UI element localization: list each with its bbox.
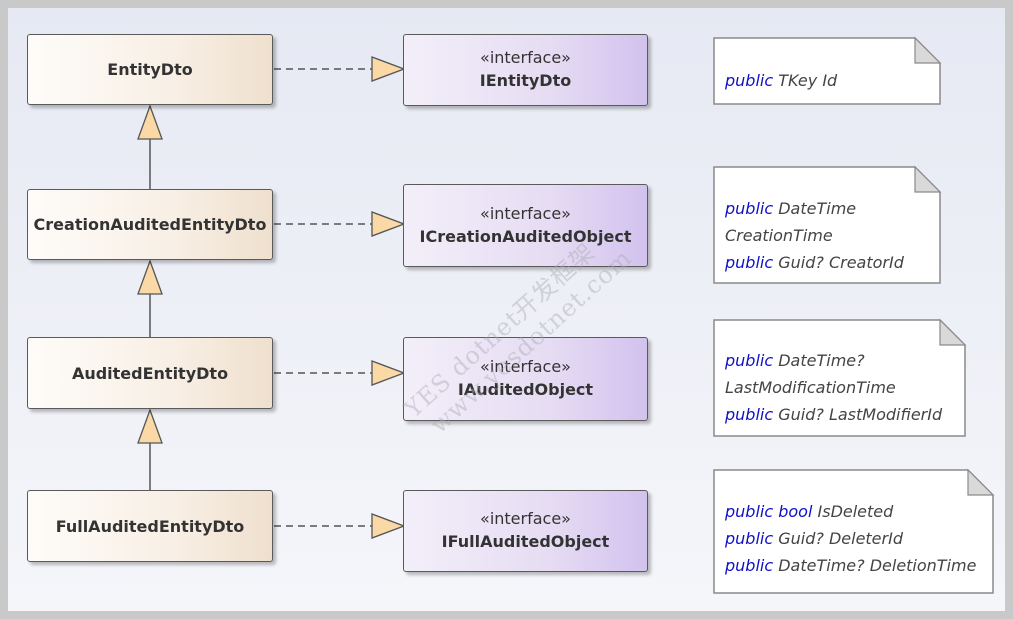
note-full-line1: IsDeleted	[817, 502, 894, 521]
keyword-public: public	[725, 351, 774, 370]
note-creation-line2: CreationTime	[725, 226, 833, 245]
note-fold-audited	[939, 318, 967, 346]
keyword-public: public	[725, 199, 774, 218]
note-fold-full	[967, 468, 995, 496]
stereotype-label: «interface»	[480, 203, 571, 223]
note-creation-line1: DateTime	[778, 199, 857, 218]
class-creation-audited-entity-dto-label: CreationAuditedEntityDto	[33, 215, 267, 234]
note-full-line3: DateTime? DeletionTime	[778, 556, 977, 575]
class-creation-audited-entity-dto[interactable]: CreationAuditedEntityDto	[27, 189, 273, 260]
interface-ifull-audited-object[interactable]: «interface» IFullAuditedObject	[403, 490, 648, 572]
note-creation-line3: Guid? CreatorId	[778, 253, 904, 272]
stereotype-label: «interface»	[480, 509, 571, 528]
keyword-public: public	[725, 556, 774, 575]
note-creation	[713, 166, 941, 284]
class-full-audited-entity-dto-label: FullAuditedEntityDto	[55, 516, 245, 536]
note-audited-line2: LastModificationTime	[725, 378, 896, 397]
note-audited	[713, 319, 966, 437]
realization-arrow-audited	[371, 360, 406, 386]
inheritance-arrow-audited	[137, 408, 163, 444]
note-entity-text: public TKey Id	[725, 67, 837, 94]
class-entity-dto-label: EntityDto	[107, 60, 193, 79]
realization-arrow-entity	[371, 56, 406, 82]
interface-iaudited-object-label: IAuditedObject	[457, 380, 594, 399]
class-audited-entity-dto[interactable]: AuditedEntityDto	[27, 337, 273, 409]
inheritance-arrow-entity	[137, 104, 163, 140]
keyword-public: public	[725, 71, 774, 90]
inheritance-arrow-creation	[137, 259, 163, 295]
keyword-public: public	[725, 529, 774, 548]
note-full	[713, 469, 994, 594]
keyword-bool: bool	[778, 502, 813, 521]
note-audited-line1: DateTime?	[778, 351, 865, 370]
interface-ientity-dto[interactable]: «interface» IEntityDto	[403, 34, 648, 106]
stereotype-label: «interface»	[480, 357, 571, 376]
note-audited-line3: Guid? LastModifierId	[778, 405, 943, 424]
note-audited-text: public DateTime? LastModificationTime pu…	[725, 347, 942, 428]
interface-icreation-audited-object[interactable]: «interface» ICreationAuditedObject	[403, 184, 648, 267]
keyword-public: public	[725, 253, 774, 272]
interface-iaudited-object[interactable]: «interface» IAuditedObject	[403, 337, 648, 421]
note-entity-line1: TKey Id	[778, 71, 838, 90]
interface-icreation-audited-object-label: ICreationAuditedObject	[419, 226, 632, 246]
note-fold-creation	[914, 165, 942, 193]
class-entity-dto[interactable]: EntityDto	[27, 34, 273, 105]
interface-ientity-dto-label: IEntityDto	[479, 71, 572, 90]
note-creation-text: public DateTime CreationTime public Guid…	[725, 195, 904, 276]
realization-arrow-creation	[371, 211, 406, 237]
class-audited-entity-dto-label: AuditedEntityDto	[71, 363, 229, 383]
class-full-audited-entity-dto[interactable]: FullAuditedEntityDto	[27, 490, 273, 562]
stereotype-label: «interface»	[480, 48, 571, 67]
note-full-text: public bool IsDeleted public Guid? Delet…	[725, 498, 976, 579]
note-fold-entity	[914, 36, 942, 64]
keyword-public: public	[725, 502, 774, 521]
note-full-line2: Guid? DeleterId	[778, 529, 903, 548]
keyword-public: public	[725, 405, 774, 424]
realization-arrow-full	[371, 513, 406, 539]
note-entity	[713, 37, 941, 105]
interface-ifull-audited-object-label: IFullAuditedObject	[441, 532, 610, 551]
